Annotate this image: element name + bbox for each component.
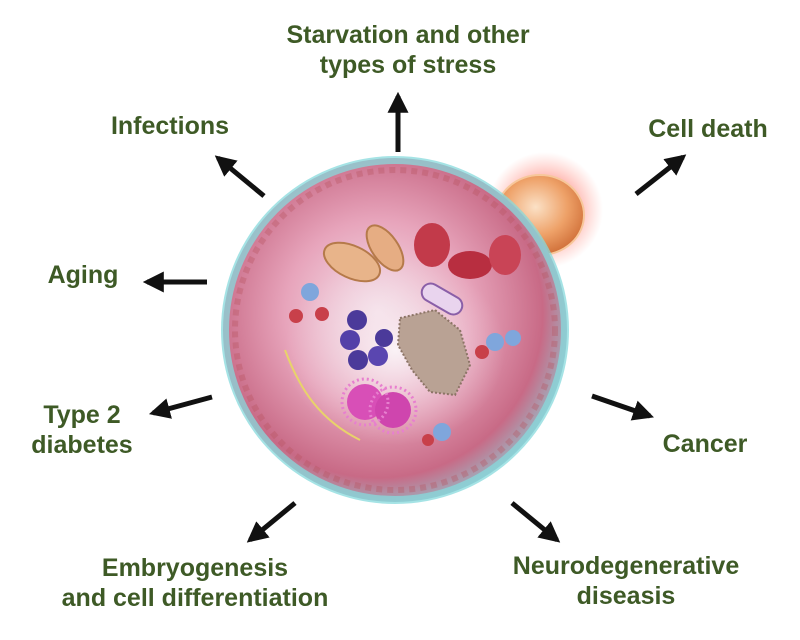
organelle-red	[414, 223, 450, 267]
virus-particle	[375, 392, 411, 428]
label-line: Neurodegenerative	[512, 552, 740, 580]
virus-particle	[368, 385, 418, 435]
cell-membrane	[221, 156, 569, 504]
protein-aggregate	[396, 308, 472, 397]
complex-red	[422, 434, 434, 446]
organelle-red	[448, 251, 492, 279]
label-line: Embryogenesis	[101, 554, 289, 582]
protein-bead	[348, 350, 368, 370]
complex-blue	[505, 330, 521, 346]
organelle-red	[489, 235, 521, 275]
label-line: and cell differentiation	[61, 584, 329, 612]
label-type2-diabetes: Type 2 diabetes	[12, 400, 152, 460]
protein-bead	[347, 310, 367, 330]
label-line: types of stress	[319, 51, 497, 79]
label-line: Type 2	[43, 401, 121, 429]
mitochondrion	[322, 241, 382, 283]
cell-illustration	[221, 152, 603, 504]
complex-blue	[301, 283, 319, 301]
arrow-embryogenesis	[246, 501, 297, 543]
vesicle-capsule	[420, 282, 464, 316]
filament	[284, 349, 361, 441]
cell-membrane-inner	[232, 167, 558, 493]
label-cell-death: Cell death	[628, 114, 788, 144]
label-line: diseasis	[576, 582, 676, 610]
label-starvation: Starvation and other types of stress	[258, 20, 558, 80]
arrow-cancer	[591, 393, 654, 421]
arrows	[142, 91, 687, 543]
label-neurodegenerative: Neurodegenerative diseasis	[490, 551, 762, 611]
protein-bead	[340, 330, 360, 350]
mitochondrion	[365, 224, 405, 272]
virus-particle	[340, 377, 390, 427]
label-line: Infections	[110, 112, 230, 140]
label-cancer: Cancer	[645, 429, 765, 459]
label-line: Starvation and other	[286, 21, 530, 49]
label-aging: Aging	[30, 260, 136, 290]
arrow-cell-death	[634, 154, 687, 196]
arrow-infections	[214, 155, 266, 198]
label-line: Aging	[47, 261, 119, 289]
complex-red	[289, 309, 303, 323]
arrow-neurodegenerative	[510, 501, 561, 543]
label-infections: Infections	[95, 111, 245, 141]
arrow-type2-diabetes	[148, 394, 213, 419]
label-embryogenesis: Embryogenesis and cell differentiation	[35, 553, 355, 613]
protein-bead	[368, 346, 388, 366]
complex-red	[475, 345, 489, 359]
complex-red	[315, 307, 329, 321]
protein-bead	[375, 329, 393, 347]
label-line: Cancer	[662, 430, 748, 458]
label-line: diabetes	[31, 431, 133, 459]
complex-blue	[486, 333, 504, 351]
virus-particle	[347, 384, 383, 420]
complex-blue	[433, 423, 451, 441]
label-line: Cell death	[648, 115, 768, 143]
